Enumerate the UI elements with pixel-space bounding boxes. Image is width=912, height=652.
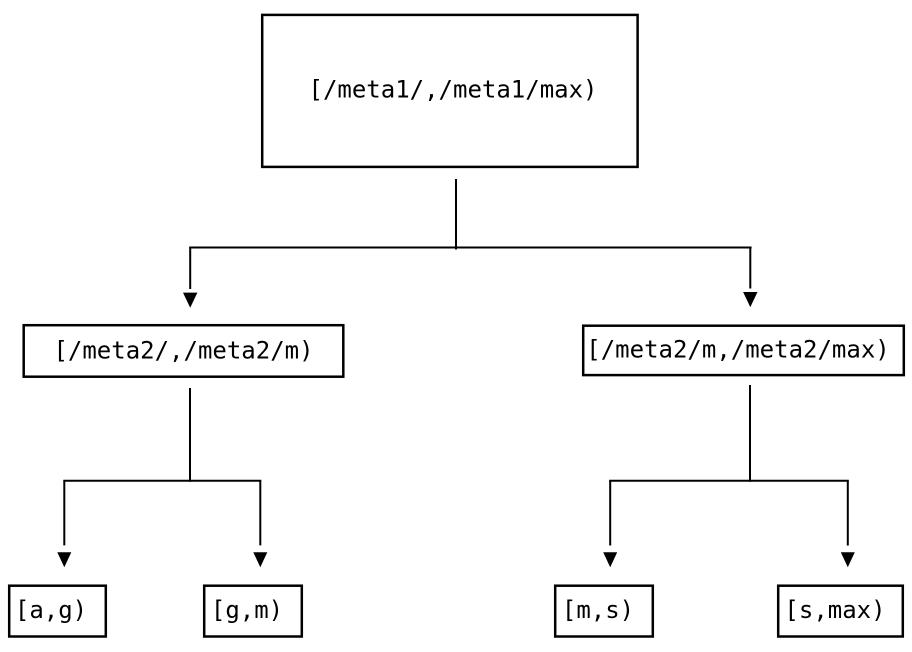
svg-text:[/meta2/,/meta2/m): [/meta2/,/meta2/m) <box>53 337 313 365</box>
svg-text:[m,s): [m,s) <box>562 596 634 624</box>
svg-text:[/meta1/,/meta1/max): [/meta1/,/meta1/max) <box>309 76 598 104</box>
svg-text:[/meta2/m,/meta2/max): [/meta2/m,/meta2/max) <box>586 336 889 364</box>
svg-text:[s,max): [s,max) <box>784 596 885 624</box>
svg-text:[a,g): [a,g) <box>15 596 87 624</box>
svg-text:[g,m): [g,m) <box>211 596 283 624</box>
